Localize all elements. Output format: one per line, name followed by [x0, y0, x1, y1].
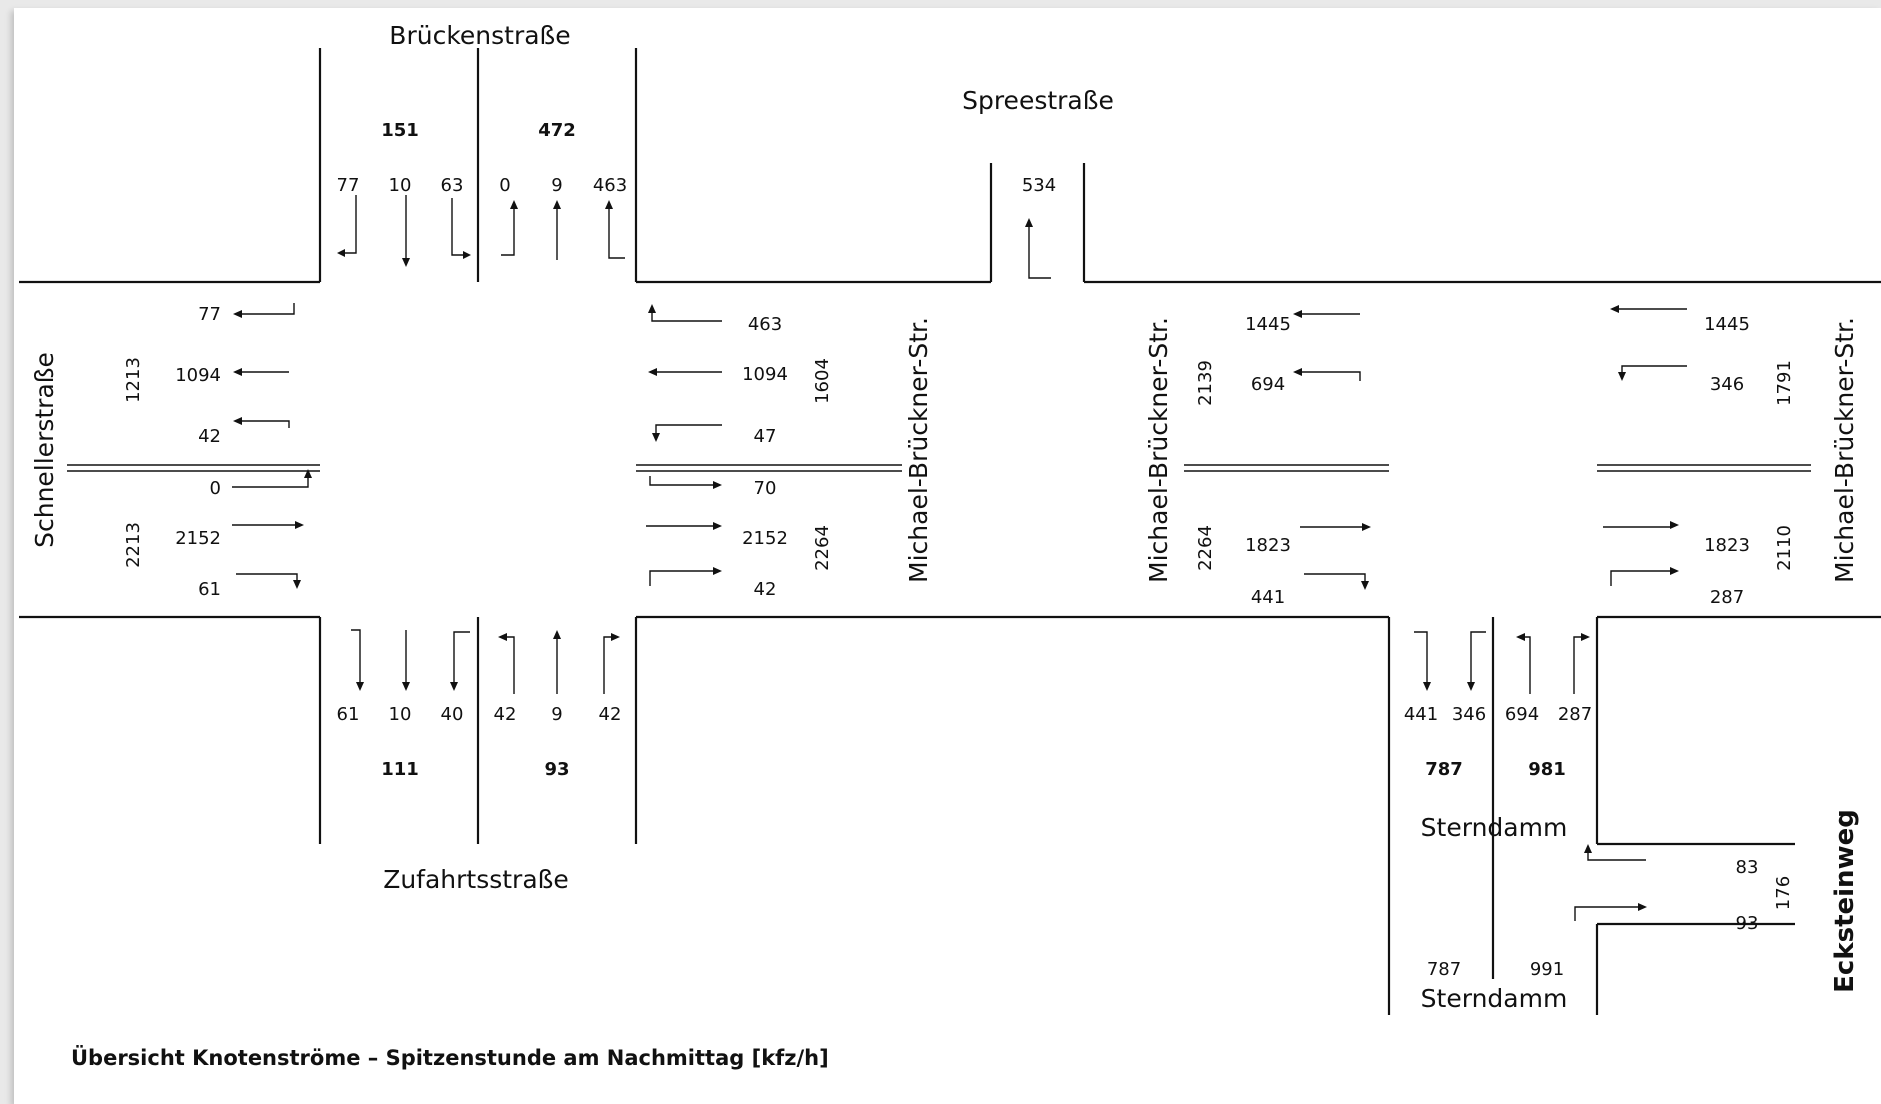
- ecksteinweg-values: 83 93 176 787 991: [1427, 857, 1794, 980]
- street-sterndamm-1: Sterndamm: [1421, 813, 1568, 842]
- flow-label: 10: [389, 704, 412, 725]
- flow-label: 441: [1251, 587, 1285, 608]
- flow-label: 61: [337, 704, 360, 725]
- sum-i2-east-in: 2110: [1774, 525, 1795, 571]
- flow-label: 287: [1710, 587, 1744, 608]
- intersection-2-values: 1445 694 1823 441 2139 2264 1445 346 182…: [1195, 314, 1795, 780]
- sum-east-in: 2264: [812, 525, 833, 571]
- flow-label: 63: [441, 175, 464, 196]
- diagram-caption: Übersicht Knotenströme – Spitzenstunde a…: [71, 1045, 829, 1070]
- sum-east-out: 1604: [812, 358, 833, 404]
- flow-label: 991: [1530, 959, 1564, 980]
- flow-label: 346: [1452, 704, 1486, 725]
- flow-label: 42: [494, 704, 517, 725]
- street-ecksteinweg: Ecksteinweg: [1830, 809, 1860, 993]
- flow-label: 10: [389, 175, 412, 196]
- flow-label: 0: [210, 478, 221, 499]
- double-center-lines: [67, 464, 1811, 472]
- flow-label: 787: [1427, 959, 1461, 980]
- road-edges: [19, 48, 1881, 1015]
- flow-label: 9: [551, 704, 562, 725]
- street-spreestrasse: Spreestraße: [962, 86, 1114, 115]
- sum-north-out: 151: [381, 120, 419, 141]
- sum-west-in: 2213: [123, 522, 144, 568]
- sum-i2-east-out: 1791: [1774, 360, 1795, 406]
- flow-spree: 534: [1022, 175, 1056, 196]
- flow-label: 42: [198, 426, 221, 447]
- flow-label: 47: [754, 426, 777, 447]
- flow-label: 61: [198, 579, 221, 600]
- sum-south-in: 93: [544, 759, 569, 780]
- flow-label: 9: [551, 175, 562, 196]
- intersection-1-values: 151 472 77 10 63 0 9 463 77 1094 42 0 21…: [123, 120, 833, 780]
- flow-label: 1445: [1704, 314, 1750, 335]
- flow-label: 2152: [742, 528, 788, 549]
- flow-label: 1094: [175, 365, 221, 386]
- street-michael-brueckner-1: Michael-Brückner-Str.: [904, 317, 933, 583]
- street-michael-brueckner-2: Michael-Brückner-Str.: [1144, 317, 1173, 583]
- flow-label: 1823: [1704, 535, 1750, 556]
- traffic-flow-diagram: Brückenstraße Spreestraße Schnellerstraß…: [19, 21, 1881, 1070]
- flow-label: 1445: [1245, 314, 1291, 335]
- street-names: Brückenstraße Spreestraße Schnellerstraß…: [30, 21, 1860, 1013]
- flow-label: 694: [1505, 704, 1539, 725]
- flow-label: 77: [337, 175, 360, 196]
- flow-label: 287: [1558, 704, 1592, 725]
- flow-label: 0: [499, 175, 510, 196]
- flow-label: 42: [754, 579, 777, 600]
- sum-i2-west-in: 2264: [1195, 525, 1216, 571]
- flow-label: 77: [198, 304, 221, 325]
- flow-label: 2152: [175, 528, 221, 549]
- flow-label: 1823: [1245, 535, 1291, 556]
- flow-label: 70: [754, 478, 777, 499]
- sum-ecksteinweg: 176: [1773, 876, 1794, 910]
- sum-i2-west-out: 2139: [1195, 360, 1216, 406]
- sum-north-in: 472: [538, 120, 576, 141]
- flow-label: 441: [1404, 704, 1438, 725]
- flow-label: 463: [593, 175, 627, 196]
- flow-label: 93: [1736, 913, 1759, 934]
- street-schnellerstrasse: Schnellerstraße: [30, 352, 59, 548]
- flow-label: 40: [441, 704, 464, 725]
- sum-west-out: 1213: [123, 357, 144, 403]
- flow-label: 1094: [742, 364, 788, 385]
- street-michael-brueckner-3: Michael-Brückner-Str.: [1830, 317, 1859, 583]
- flow-label: 346: [1710, 374, 1744, 395]
- street-sterndamm-2: Sterndamm: [1421, 984, 1568, 1013]
- flow-label: 463: [748, 314, 782, 335]
- diagram-sheet: Brückenstraße Spreestraße Schnellerstraß…: [14, 8, 1881, 1104]
- street-brueckenstrasse: Brückenstraße: [389, 21, 570, 50]
- sum-i2-south-out: 787: [1425, 759, 1463, 780]
- street-zufahrtsstrasse: Zufahrtsstraße: [383, 865, 569, 894]
- flow-label: 42: [599, 704, 622, 725]
- sum-south-out: 111: [381, 759, 419, 780]
- flow-arrows: [232, 195, 1687, 921]
- sum-i2-south-in: 981: [1528, 759, 1566, 780]
- flow-label: 83: [1736, 857, 1759, 878]
- flow-label: 694: [1251, 374, 1285, 395]
